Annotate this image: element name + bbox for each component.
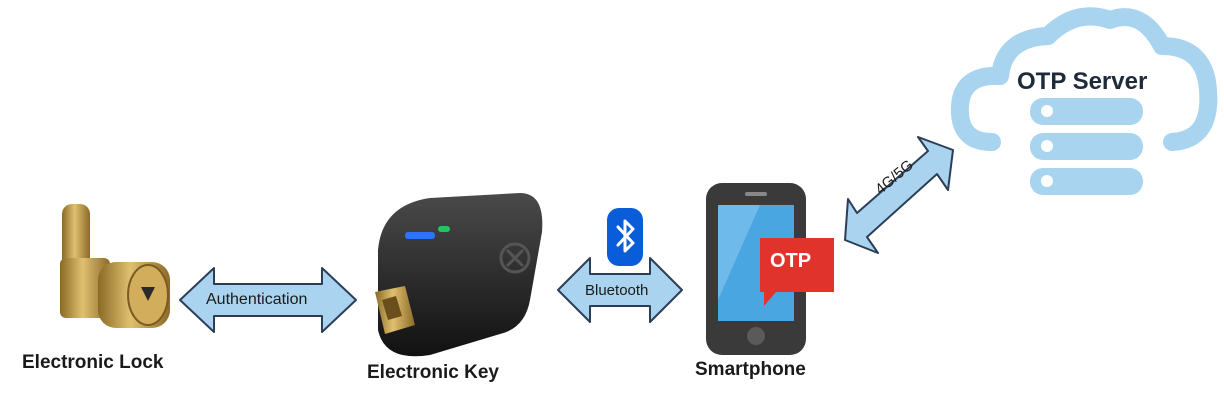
authentication-label: Authentication [206,291,308,308]
electronic-lock-image [60,204,170,328]
authentication-arrow [179,267,357,333]
bluetooth-arrow [557,257,683,323]
otp-badge [760,238,834,306]
server-label: OTP Server [1017,68,1148,95]
bluetooth-label: Bluetooth [585,282,649,299]
lock-label: Electronic Lock [22,352,164,373]
key-label: Electronic Key [367,362,499,383]
cellular-arrow [844,136,954,254]
cloud-server-icon [950,7,1218,195]
electronic-key-image [375,193,543,357]
phone-label: Smartphone [695,359,806,380]
smartphone-icon [706,183,806,355]
otp-badge-label: OTP [770,250,812,272]
bluetooth-icon [607,208,643,266]
